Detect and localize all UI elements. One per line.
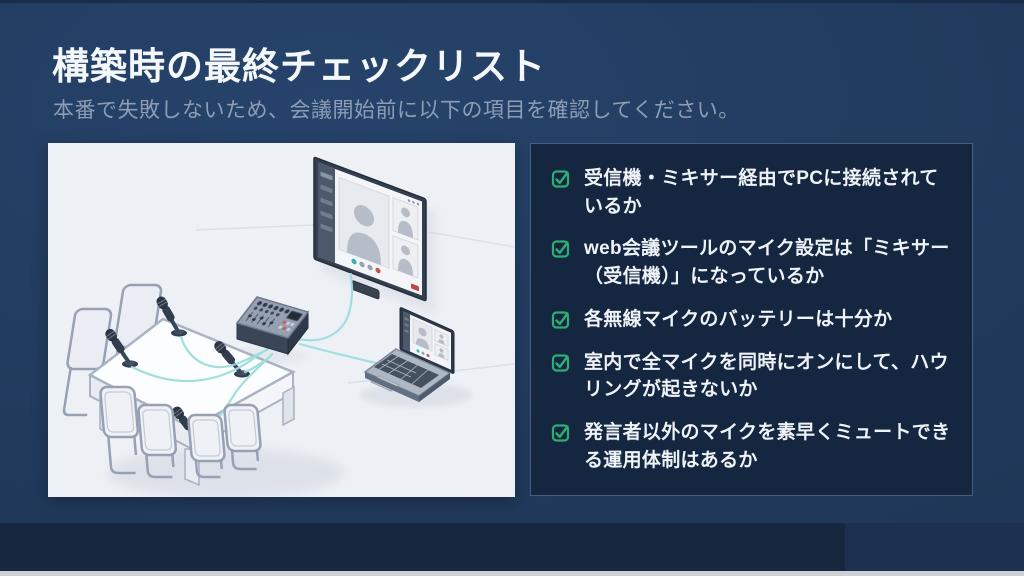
checklist-item-label: 室内で全マイクを同時にオンにして、ハウリングが起きないか [584, 351, 949, 401]
microphone [156, 296, 187, 337]
call-control-dots [351, 258, 381, 274]
checklist-item-label: web会議ツールのマイク設定は「ミキサー（受信機）」になっているか [584, 238, 950, 288]
checklist-item: web会議ツールのマイク設定は「ミキサー（受信機）」になっているか [551, 235, 956, 290]
participant-tile-main [338, 176, 390, 269]
av-setup-diagram [62, 156, 515, 497]
chair [187, 413, 226, 479]
checklist-item: 各無線マイクのバッテリーは十分か [551, 306, 956, 334]
page-title: 構築時の最終チェックリスト [52, 46, 546, 87]
page-subtitle: 本番で失敗しないため、会議開始前に以下の項目を確認してください。 [53, 99, 740, 122]
checklist-item: 室内で全マイクを同時にオンにして、ハウリングが起きないか [551, 349, 956, 404]
footer-band-right [845, 523, 1024, 571]
checkbox-checked-icon [551, 311, 570, 329]
bottom-strip [0, 571, 1024, 576]
footer-band [0, 523, 1024, 571]
checklist-item-label: 受信機・ミキサー経由でPCに接続されているか [584, 168, 939, 217]
laptop-video-call [363, 307, 455, 402]
checklist-panel: 受信機・ミキサー経由でPCに接続されているか web会議ツールのマイク設定は「ミ… [530, 143, 973, 496]
chair [137, 403, 178, 479]
chair [62, 307, 113, 417]
audio-mixer [235, 296, 310, 356]
table-shadow [108, 448, 344, 497]
av-setup-illustration-panel [48, 143, 515, 497]
chair [99, 385, 140, 475]
checklist-item-label: 発言者以外のマイクを素早くミュートできる運用体制はあるか [584, 422, 951, 471]
checkbox-checked-icon [551, 170, 570, 188]
checklist-item-label: 各無線マイクのバッテリーは十分か [584, 308, 893, 330]
checkbox-checked-icon [551, 354, 570, 372]
checklist-item: 受信機・ミキサー経由でPCに接続されているか [551, 165, 956, 220]
checklist-item: 発言者以外のマイクを素早くミュートできる運用体制はあるか [551, 419, 956, 474]
microphone [214, 341, 250, 378]
microphone [105, 328, 138, 368]
chair [223, 403, 262, 471]
participant-tile-small [392, 196, 419, 279]
checkbox-checked-icon [551, 240, 570, 259]
checkbox-checked-icon [551, 424, 570, 442]
mixer-display [286, 310, 303, 322]
top-edge-shade [0, 0, 1024, 3]
window-control-dots [407, 199, 420, 206]
tv-video-call-screen [313, 156, 427, 302]
leave-button [411, 283, 419, 292]
